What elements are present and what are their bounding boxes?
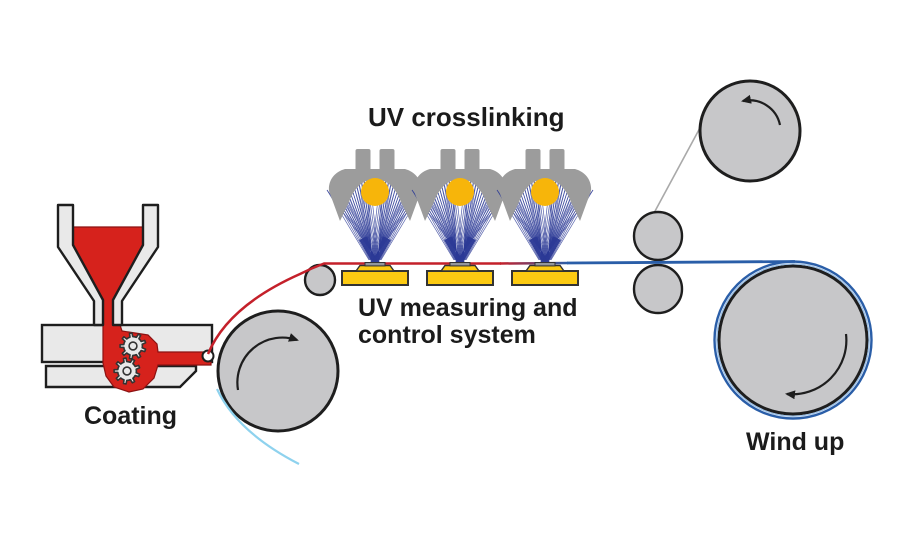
rotation-arrow-counterclockwise	[741, 94, 782, 126]
ray-bundle-left	[529, 236, 542, 262]
label-uv-crosslinking: UV crosslinking	[368, 102, 565, 132]
pump-gear	[119, 332, 147, 360]
windup-roller	[717, 264, 869, 416]
coating-nip-bead	[201, 349, 215, 363]
gear-pump	[113, 332, 147, 385]
uv-lamp	[496, 149, 594, 263]
nip-roller-top	[632, 210, 684, 262]
rollers	[216, 79, 873, 433]
uv-sensor-cap	[524, 264, 566, 272]
uv-sensor	[341, 262, 409, 286]
uv-sensor	[426, 262, 494, 286]
labels: UV crosslinking UV measuring and control…	[84, 102, 844, 456]
uv-lamp-bulb	[361, 178, 389, 206]
lamp-stem-left	[440, 149, 456, 173]
label-uv-measuring-line2: control system	[358, 321, 536, 349]
label-coating: Coating	[84, 402, 177, 430]
rotation-arrow-windup	[785, 333, 848, 400]
lamp-reflector-hood	[498, 169, 592, 221]
web-coated-red	[206, 262, 501, 355]
uv-sensor-cap	[354, 264, 396, 272]
web-curing-transition	[499, 261, 569, 265]
uv-sensor-chip	[364, 262, 386, 267]
uv-sensor	[511, 262, 579, 286]
uv-sensor-cap	[439, 264, 481, 272]
hopper-wall-right	[111, 203, 160, 327]
guide-roller	[698, 79, 802, 183]
uv-sensor-chip	[449, 262, 471, 267]
ray-bundle-left	[444, 236, 457, 262]
lamp-stem-right	[379, 149, 395, 173]
web-incoming-cyan	[216, 388, 300, 465]
lamp-reflector-hood	[413, 169, 507, 221]
web-guide-line	[653, 125, 702, 214]
pump-gear	[113, 357, 141, 385]
lamp-stem-right	[464, 149, 480, 173]
coating-roller	[216, 309, 340, 433]
coating-station	[40, 203, 215, 393]
hopper-wall-left	[56, 203, 105, 327]
uv-lamps	[326, 149, 594, 263]
uv-lamp-bulb	[446, 178, 474, 206]
label-uv-measuring-line1: UV measuring and	[358, 294, 578, 322]
lamp-reflector-hood	[328, 169, 422, 221]
ray-bundle-right	[378, 236, 391, 262]
ray-bundle-right	[463, 236, 476, 262]
web-path	[206, 260, 796, 465]
nip-roller-bottom	[632, 263, 684, 315]
uv-sensor-bar	[511, 270, 579, 286]
web-cured-blue	[566, 260, 796, 265]
windup-web-wrap-inner	[716, 263, 870, 417]
uv-lamp-bulb	[531, 178, 559, 206]
uv-sensor-chip	[534, 262, 556, 267]
lamp-stem-right	[549, 149, 565, 173]
rotation-arrow-clockwise	[236, 333, 299, 391]
uv-sensor-bar	[426, 270, 494, 286]
uv-lamp	[411, 149, 509, 263]
ray-bundle-right	[548, 236, 561, 262]
uv-sensors	[341, 262, 579, 286]
lamp-stem-left	[525, 149, 541, 173]
lamp-stem-left	[355, 149, 371, 173]
uv-ray-fan	[496, 172, 594, 263]
uv-sensor-bar	[341, 270, 409, 286]
ray-bundle-left	[359, 236, 372, 262]
label-wind-up: Wind up	[746, 428, 844, 456]
uv-lamp	[326, 149, 424, 263]
